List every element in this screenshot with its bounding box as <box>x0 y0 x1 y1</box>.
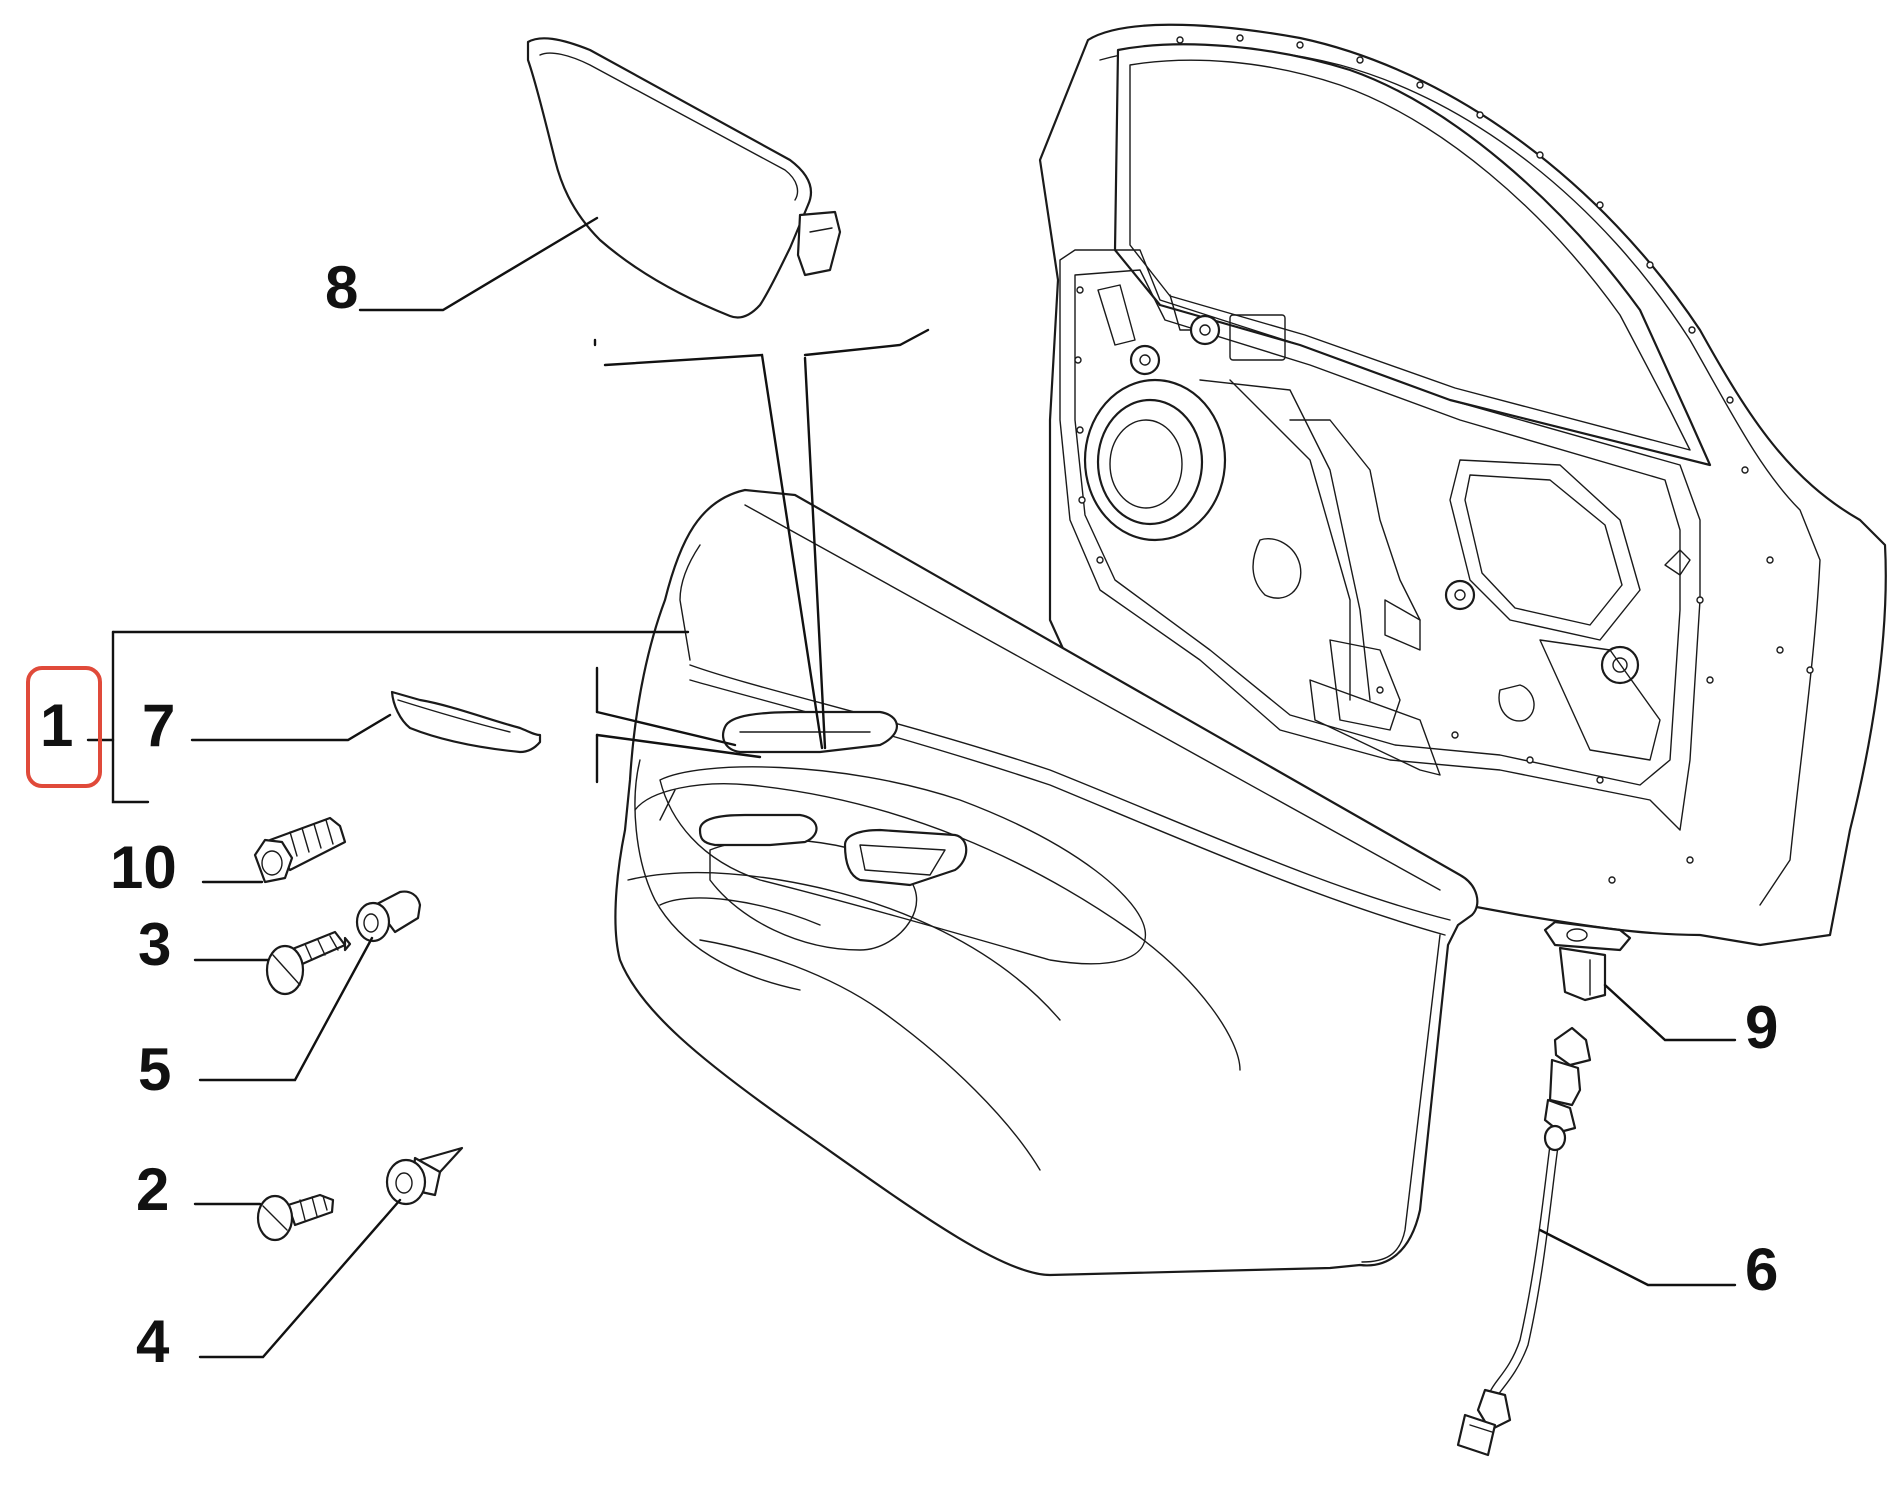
clip-nut-5 <box>355 890 422 943</box>
mirror-trim-cover <box>526 37 842 319</box>
door-insert-strip <box>390 690 542 754</box>
callout-6[interactable]: 6 <box>1745 1236 1778 1303</box>
door-frame <box>1038 23 1887 947</box>
callout-labels: 1 7 8 10 3 5 2 4 9 6 <box>40 254 1778 1375</box>
leader-lines <box>86 216 1737 1359</box>
callout-4[interactable]: 4 <box>136 1308 170 1375</box>
screw-3 <box>265 930 352 996</box>
screw-2 <box>256 1193 335 1242</box>
push-clip-4 <box>385 1146 464 1206</box>
door-trim-panel <box>614 488 1479 1277</box>
callout-10[interactable]: 10 <box>110 834 177 901</box>
hex-bolt-10 <box>253 816 347 884</box>
callout-3[interactable]: 3 <box>138 911 171 978</box>
callout-1[interactable]: 1 <box>40 692 73 759</box>
wiring-harness <box>1456 1026 1592 1457</box>
callout-5[interactable]: 5 <box>138 1036 171 1103</box>
callout-9[interactable]: 9 <box>1745 994 1778 1061</box>
selected-callout-highlight <box>26 666 102 788</box>
courtesy-lamp-housing <box>1543 920 1632 1002</box>
callout-7[interactable]: 7 <box>142 692 175 759</box>
frame-holes <box>1074 34 1814 884</box>
callout-8[interactable]: 8 <box>325 254 358 321</box>
callout-2[interactable]: 2 <box>136 1156 169 1223</box>
